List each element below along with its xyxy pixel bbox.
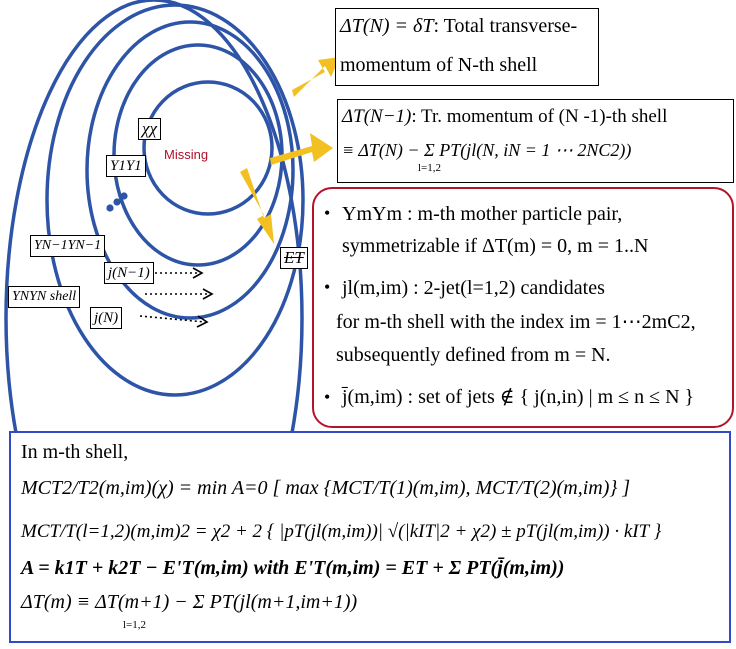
total-momentum-box: ΔT(N) = δT: Total transverse- momentum o… [335,8,599,86]
bullet-1-line2: symmetrizable if ΔT(m) = 0, m = 1..N [342,235,649,257]
arrow-to-box2 [270,133,333,165]
eq-line-3: MCT/T(l=1,2)(m,im)2 = χ2 + 2 { |pT(jl(m,… [21,521,662,542]
ellipsis-dot [113,198,121,206]
box2-sum-index: l=1,2 [418,162,442,174]
bullet-1-line1: YmYm : m-th mother particle pair, [342,203,623,225]
definitions-box: • YmYm : m-th mother particle pair, symm… [312,187,734,428]
delta-n1-math: ΔT(N−1) [342,106,412,127]
arrow-to-met [240,168,274,244]
y1-pair-label: Y1Y1 [106,155,146,177]
missing-label: Missing [164,147,209,162]
eq-line-5: ΔT(m) ≡ ΔT(m+1) − Σ PT(jl(m+1,im+1)) [21,591,358,613]
delta-n-math: ΔT(N) = δT [340,15,434,37]
bullet-2-line2: for m-th shell with the index im = 1⋯2mC… [336,311,696,333]
arrow-to-box1 [292,57,340,97]
eq-line-5-sum-index: l=1,2 [123,619,147,631]
ellipsis-dot [120,192,128,200]
shell-1-ellipse [142,80,274,216]
bullet-2: • [324,277,331,297]
arrowhead [192,267,204,279]
jn-label: j(N) [90,307,123,329]
box2-line2: ≡ ΔT(N) − Σ PT(jl(N, iN = 1 ⋯ 2NC2)) [342,140,632,160]
chi-pair-label: χχ [138,118,161,140]
yn1-pair-label: YN−1YN−1 [30,235,106,257]
bullet-3-line1: j̄(m,im) : set of jets ∉ { j(n,in) | m ≤… [342,386,695,408]
box1-line2: momentum of N-th shell [340,54,538,76]
shell-n1-ellipse [45,3,305,397]
arrowhead [202,288,214,300]
eq-line-4: A = k1T + k2T − E'T(m,im) with E'T(m,im)… [21,557,565,579]
bullet-2-line1: jl(m,im) : 2-jet(l=1,2) candidates [342,277,605,299]
box2-line1-text: : Tr. momentum of (N -1)-th shell [411,106,668,127]
equations-box: In m-th shell, MCT2/T2(m,im)(χ) = min A=… [9,431,731,643]
arrowhead [196,315,209,328]
bullet-1: • [324,203,331,223]
yn-shell-label: YNYN shell [8,286,81,308]
eq-line-2: MCT2/T2(m,im)(χ) = min A=0 [ max {MCT/T(… [21,477,631,499]
dotted-arrow [139,315,206,323]
box1-line1-text: : Total transverse- [433,15,578,37]
tr-momentum-box: ΔT(N−1): Tr. momentum of (N -1)-th shell… [337,99,734,183]
bullet-3: • [324,387,331,407]
eq-line-1: In m-th shell, [21,441,129,463]
shell-3-ellipse [85,20,295,320]
ellipsis-dot [106,204,114,212]
jn1-label: j(N−1) [104,262,154,284]
met-label: ET [280,247,308,269]
bullet-2-line3: subsequently defined from m = N. [336,344,611,366]
